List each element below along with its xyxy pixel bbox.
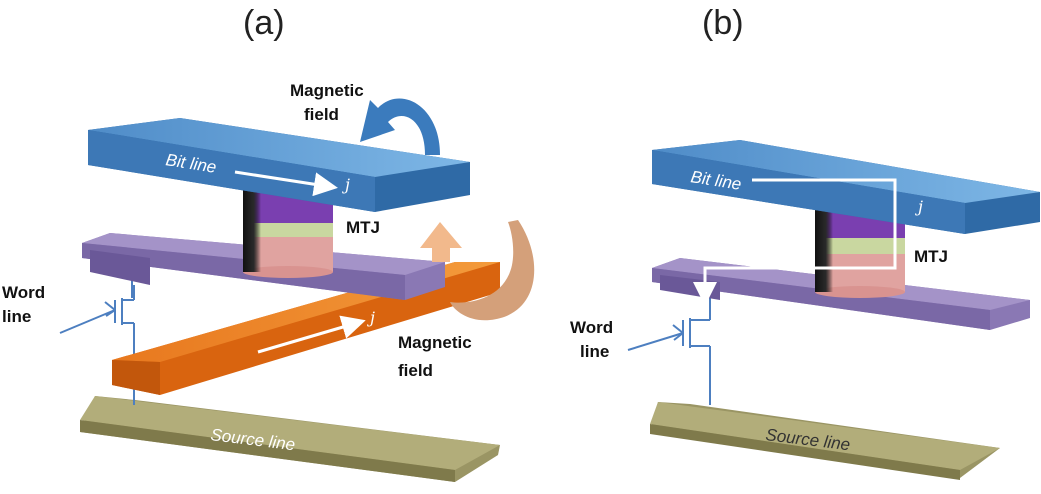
word-line-label-a: Word line — [2, 283, 45, 326]
panel-b: (b) Source line — [570, 4, 1040, 480]
write-current-arrow — [257, 315, 366, 354]
bit-line-a: Bit line j — [88, 118, 470, 212]
mtj-pillar-a: MTJ — [243, 178, 380, 278]
bit-line-current-symbol-b: j — [915, 197, 923, 216]
field-label-top-a-2: field — [304, 105, 339, 124]
transistor-b — [627, 295, 711, 405]
mtj-label-a: MTJ — [346, 218, 380, 237]
magnetic-field-arrow-bottom-a: Magnetic field — [398, 220, 535, 380]
field-label-bottom-a-2: field — [398, 361, 433, 380]
magnetic-field-arrow-top-a: Magnetic field — [290, 81, 440, 155]
word-line-label-b-1: Word — [570, 318, 613, 337]
word-line-label-a-1: Word — [2, 283, 45, 302]
word-line-label-b: Word line — [570, 318, 613, 361]
mtj-label-b: MTJ — [914, 247, 948, 266]
bit-line-b: Bit line j — [652, 140, 1040, 234]
read-current-path-b — [693, 178, 897, 306]
word-line-label-b-2: line — [580, 342, 609, 361]
field-label-top-a-1: Magnetic — [290, 81, 364, 100]
source-line-b: Source line — [650, 402, 1000, 480]
bit-current-arrow-a — [234, 170, 338, 197]
panel-a-label: (a) — [243, 4, 285, 42]
panel-b-label: (b) — [702, 4, 744, 42]
bit-line-current-symbol-a: j — [342, 175, 350, 194]
word-line-label-a-2: line — [2, 307, 31, 326]
source-line-a: Source line — [80, 396, 500, 482]
write-line-current-symbol: j — [367, 308, 375, 327]
field-label-bottom-a-1: Magnetic — [398, 333, 472, 352]
panel-a: (a) Source line j — [2, 4, 535, 482]
